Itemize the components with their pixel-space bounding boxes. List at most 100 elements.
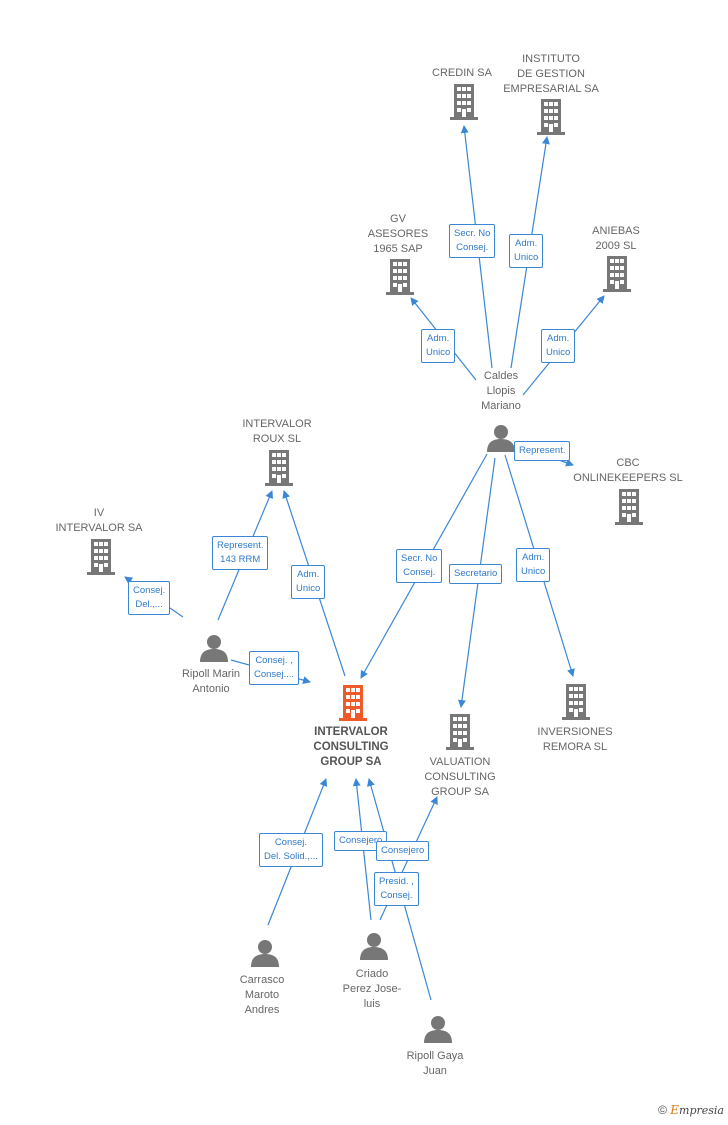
edge-label-line: Consej. xyxy=(380,890,413,901)
edge-label-line: Presid. , xyxy=(379,876,414,887)
node-label-line: GROUP SA xyxy=(431,786,489,798)
node-label-line: 2009 SL xyxy=(595,240,637,252)
person-icon-ripoll_marin[interactable] xyxy=(200,635,228,662)
edge-label[interactable]: Adm.Unico xyxy=(516,548,551,582)
node-label-main[interactable]: INTERVALOR CONSULTING GROUP SA xyxy=(313,725,388,770)
node-label-line: CONSULTING xyxy=(424,771,496,783)
node-label-line: CBC xyxy=(616,457,640,469)
edge-label-line: Represent. xyxy=(217,540,264,551)
person-icon-criado[interactable] xyxy=(360,933,388,960)
node-label-line: INTERVALOR SA xyxy=(55,522,143,534)
building-icon-roux[interactable] xyxy=(265,450,293,486)
node-label-line: INTERVALOR xyxy=(314,726,388,738)
node-label-line: DE GESTION xyxy=(517,68,585,80)
node-label-line: Mariano xyxy=(481,400,521,412)
node-label-credin[interactable]: CREDIN SA xyxy=(432,66,492,81)
edge-label[interactable]: Adm. Unico xyxy=(509,234,544,268)
edge-label-line: Consej. , xyxy=(255,655,293,666)
edge-label[interactable]: Adm. Unico xyxy=(541,329,576,363)
copyright-symbol: © xyxy=(658,1103,667,1117)
person-icon-carrasco[interactable] xyxy=(251,940,279,967)
node-label-line: CREDIN SA xyxy=(432,67,492,79)
edge-label[interactable]: Consej. , Consej.... xyxy=(249,651,300,685)
brand-logo-e: E xyxy=(670,1103,680,1117)
edge-label[interactable]: Presid. , Consej. xyxy=(374,872,419,906)
edge-label[interactable]: Consej. Del.,... xyxy=(128,581,171,615)
edge-label[interactable]: Adm.Unico xyxy=(421,329,456,363)
node-label-valuation[interactable]: VALUATION CONSULTING GROUP SA xyxy=(424,755,495,800)
edge-label[interactable]: Secr. No Consej. xyxy=(449,224,496,258)
edge-label-line: Adm. xyxy=(427,333,450,344)
edge-label-line: Consej. xyxy=(456,242,489,253)
edge-label-line: Del.,... xyxy=(135,599,163,610)
edge-label-line: Del. Solid.,... xyxy=(264,851,318,862)
edge-label-line: Consejero xyxy=(339,835,383,846)
edge-label-line: Consej. xyxy=(403,567,436,578)
edge-label[interactable]: Secr. No Consej. xyxy=(396,549,443,583)
node-label-line: ANIEBAS xyxy=(592,225,640,237)
edge-label[interactable]: Consej. Del. Solid.,... xyxy=(259,833,323,867)
edge-label[interactable]: Represent. xyxy=(514,441,571,461)
node-label-iv[interactable]: IV INTERVALOR SA xyxy=(55,506,142,536)
edge-label-line: Adm. xyxy=(522,552,545,563)
node-label-line: ROUX SL xyxy=(252,433,302,445)
node-label-line: GROUP SA xyxy=(320,756,382,768)
edge-label-line: Consej.... xyxy=(254,669,295,680)
building-icon-instituto[interactable] xyxy=(537,99,565,135)
node-label-line: Juan xyxy=(423,1065,447,1077)
node-label-line: luis xyxy=(363,998,381,1010)
edge-label-line: Consej. xyxy=(133,585,166,596)
building-icon-valuation[interactable] xyxy=(446,714,474,750)
building-icon-aniebas[interactable] xyxy=(603,256,631,292)
person-icon-ripoll_gaya[interactable] xyxy=(424,1016,452,1043)
edge-label-line: Adm. xyxy=(297,569,320,580)
building-icon-gv[interactable] xyxy=(386,259,414,295)
edge-label-line: Secretario xyxy=(454,568,498,579)
building-icon-inversiones[interactable] xyxy=(562,684,590,720)
edge-label-line: Secr. No xyxy=(454,228,491,239)
node-label-line: Ripoll Marin xyxy=(181,668,241,680)
node-label-line: Llopis xyxy=(486,385,516,397)
node-label-aniebas[interactable]: ANIEBAS 2009 SL xyxy=(592,224,640,254)
edge-label-line: Adm. xyxy=(515,238,538,249)
edge-label-line: Secr. No xyxy=(401,553,438,564)
node-label-line: Criado xyxy=(355,968,389,980)
node-label-line: IV xyxy=(93,507,105,519)
edge-label[interactable]: Consejero xyxy=(376,841,430,861)
node-label-line: ASESORES xyxy=(367,228,429,240)
building-icon-credin[interactable] xyxy=(450,84,478,120)
edge-label[interactable]: Secretario xyxy=(449,564,503,584)
node-label-line: INSTITUTO xyxy=(522,53,580,65)
node-label-line: Carrasco xyxy=(239,974,285,986)
node-label-line: Caldes xyxy=(483,370,519,382)
node-label-line: Perez Jose- xyxy=(342,983,402,995)
edge-label[interactable]: Adm.Unico xyxy=(291,565,326,599)
building-icon-main[interactable] xyxy=(339,685,367,721)
edge-label-line: Unico xyxy=(514,252,539,263)
building-icon-cbc[interactable] xyxy=(615,489,643,525)
node-label-line: VALUATION xyxy=(429,756,491,768)
edge-label-line: Consejero xyxy=(381,845,425,856)
edge-label-line: Consej. xyxy=(274,837,308,848)
edge-label-line: Adm. xyxy=(547,333,570,344)
node-label-line: CONSULTING xyxy=(313,741,389,753)
person-icon-caldes[interactable] xyxy=(487,425,515,452)
node-label-line: Antonio xyxy=(192,683,230,695)
node-label-line: Ripoll Gaya xyxy=(406,1050,464,1062)
edge-label-line: Unico xyxy=(546,347,571,358)
edge-label[interactable]: Represent.143 RRM xyxy=(212,536,269,570)
copyright-notice: © Empresia xyxy=(658,1103,724,1117)
building-icon-iv[interactable] xyxy=(87,539,115,575)
node-label-line: INVERSIONES xyxy=(537,726,613,738)
